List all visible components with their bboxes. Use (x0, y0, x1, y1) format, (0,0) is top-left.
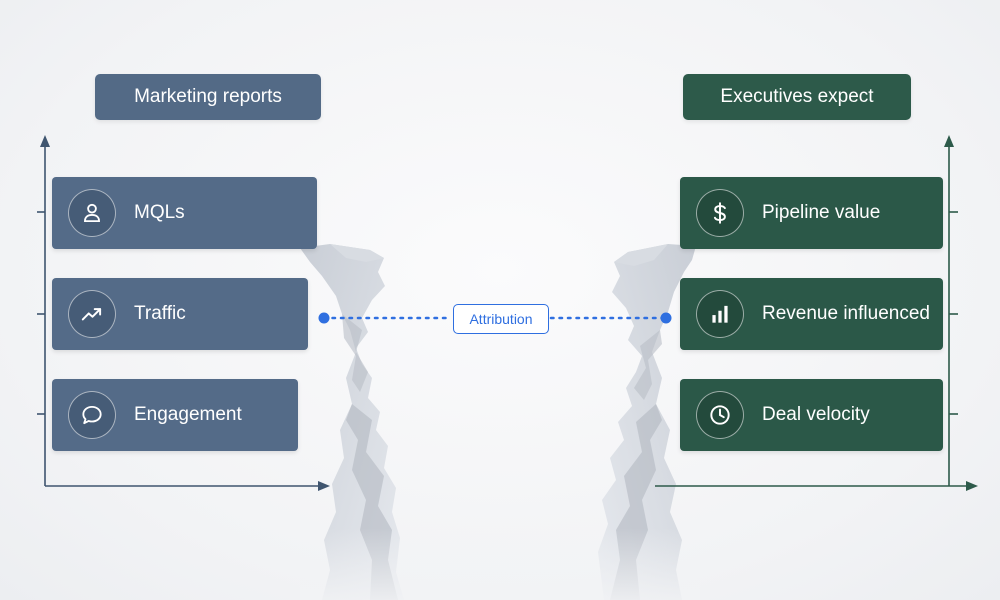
trend-up-icon (68, 290, 116, 338)
card-engagement: Engagement (52, 379, 298, 451)
card-label: Deal velocity (762, 404, 870, 425)
left-axes (37, 135, 330, 491)
person-icon (68, 189, 116, 237)
card-label: Engagement (134, 404, 242, 425)
card-label: Pipeline value (762, 202, 881, 223)
clock-icon (696, 391, 744, 439)
card-deal-velocity: Deal velocity (680, 379, 943, 451)
card-label: Traffic (134, 303, 186, 324)
attribution-label: Attribution (453, 304, 549, 334)
chat-bubble-icon (68, 391, 116, 439)
card-revenue-influenced: Revenue influenced (680, 278, 943, 350)
bar-chart-icon (696, 290, 744, 338)
marketing-reports-header: Marketing reports (95, 74, 321, 120)
attribution-bridge (318, 312, 672, 324)
card-label: Revenue influenced (762, 303, 930, 324)
card-label: MQLs (134, 202, 185, 223)
bridge-left-node (318, 312, 330, 324)
card-mqls: MQLs (52, 177, 317, 249)
right-axes (655, 135, 978, 491)
dollar-icon (696, 189, 744, 237)
card-traffic: Traffic (52, 278, 308, 350)
card-pipeline-value: Pipeline value (680, 177, 943, 249)
executives-expect-header: Executives expect (683, 74, 911, 120)
bridge-right-node (660, 312, 672, 324)
